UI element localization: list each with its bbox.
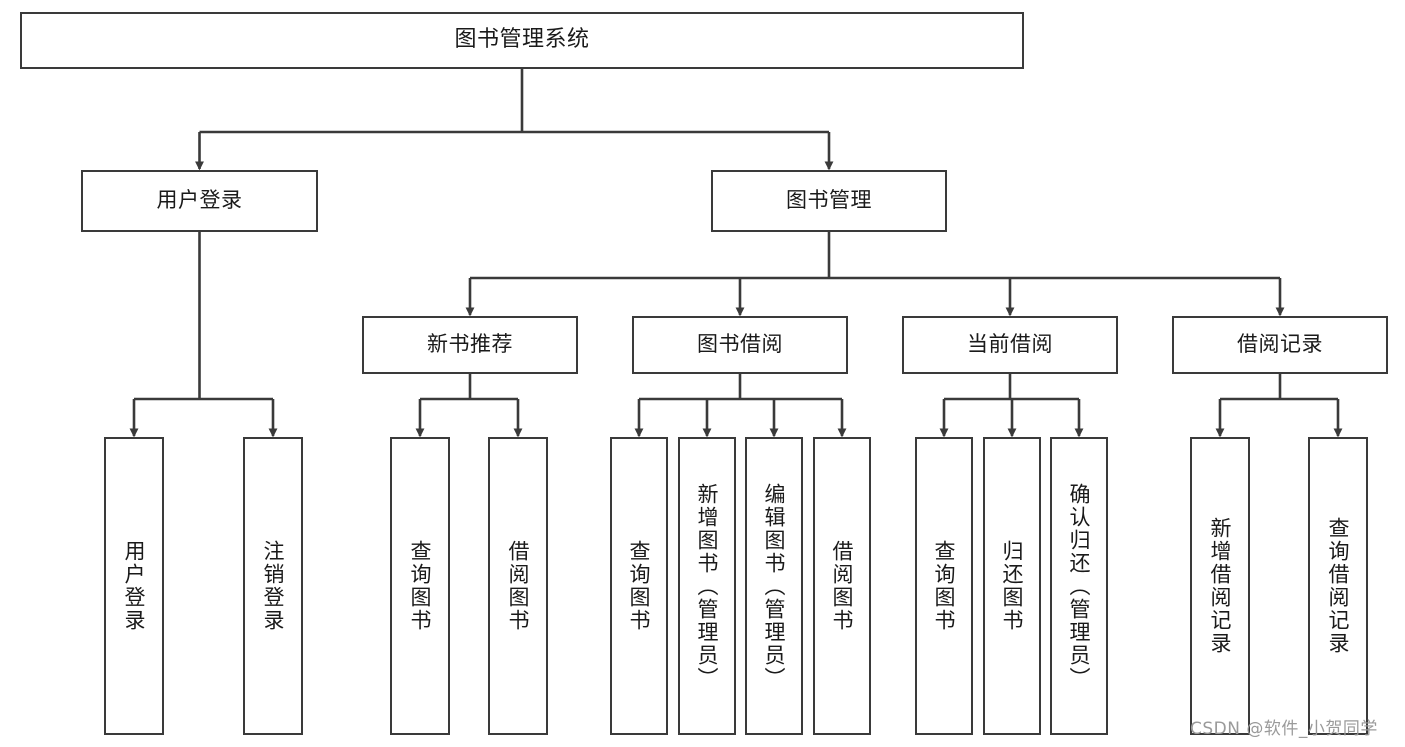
node-leaf-confirm-return-admin[interactable]: 确认归还（管理员） [1050, 437, 1108, 735]
node-label: 图书管理 [786, 188, 872, 213]
node-label: 用户登录 [156, 188, 243, 213]
node-leaf-add-borrow-record[interactable]: 新增借阅记录 [1190, 437, 1250, 735]
node-label: 用户登录 [122, 540, 147, 632]
node-leaf-user-logout[interactable]: 注销登录 [243, 437, 303, 735]
node-label: 查询借阅记录 [1326, 517, 1351, 655]
node-label: 新书推荐 [427, 332, 513, 357]
node-label: 查询图书 [627, 540, 652, 632]
node-leaf-query-borrow-record[interactable]: 查询借阅记录 [1308, 437, 1368, 735]
csdn-watermark: CSDN @软件_小贺同学 [1190, 719, 1378, 739]
node-book-management[interactable]: 图书管理 [711, 170, 947, 232]
node-label: 当前借阅 [967, 332, 1053, 357]
node-label: 借阅图书 [506, 540, 531, 632]
node-label: 编辑图书（管理员） [762, 482, 787, 690]
node-label: 借阅记录 [1237, 332, 1323, 357]
node-leaf-borrow-book-2[interactable]: 借阅图书 [813, 437, 871, 735]
node-label: 注销登录 [261, 540, 286, 632]
edge-group [129, 69, 1343, 438]
node-label: 借阅图书 [830, 540, 855, 632]
node-user-login[interactable]: 用户登录 [81, 170, 318, 232]
node-label: 新增借阅记录 [1208, 517, 1233, 655]
node-label: 归还图书 [1000, 540, 1025, 632]
node-label: 图书借阅 [697, 332, 783, 357]
node-leaf-borrow-book-1[interactable]: 借阅图书 [488, 437, 548, 735]
node-leaf-query-book-1[interactable]: 查询图书 [390, 437, 450, 735]
node-book-borrowing[interactable]: 图书借阅 [632, 316, 848, 374]
node-label: 查询图书 [408, 540, 433, 632]
node-label: 图书管理系统 [454, 27, 590, 53]
node-borrow-record[interactable]: 借阅记录 [1172, 316, 1388, 374]
node-leaf-add-book-admin[interactable]: 新增图书（管理员） [678, 437, 736, 735]
node-leaf-query-book-3[interactable]: 查询图书 [915, 437, 973, 735]
node-label: 新增图书（管理员） [695, 482, 720, 690]
node-root-book-management-system[interactable]: 图书管理系统 [20, 12, 1024, 69]
node-new-book-recommendation[interactable]: 新书推荐 [362, 316, 578, 374]
node-leaf-query-book-2[interactable]: 查询图书 [610, 437, 668, 735]
node-leaf-user-login[interactable]: 用户登录 [104, 437, 164, 735]
node-leaf-edit-book-admin[interactable]: 编辑图书（管理员） [745, 437, 803, 735]
node-label: 确认归还（管理员） [1067, 482, 1092, 690]
node-current-borrowing[interactable]: 当前借阅 [902, 316, 1118, 374]
node-label: 查询图书 [932, 540, 957, 632]
node-leaf-return-book[interactable]: 归还图书 [983, 437, 1041, 735]
